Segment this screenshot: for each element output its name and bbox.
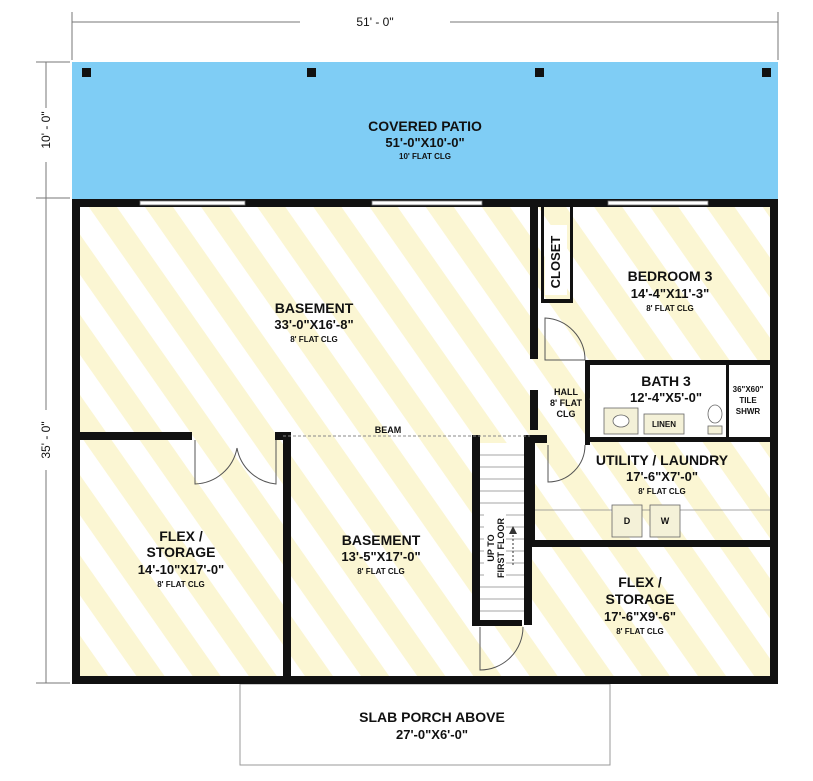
stair-label-2: FIRST FLOOR	[496, 518, 506, 578]
washer	[649, 504, 681, 538]
dryer-label: D	[624, 516, 631, 526]
shower-interior	[729, 365, 770, 437]
washer-label: W	[661, 516, 670, 526]
dryer	[611, 504, 643, 538]
flex-right-name-1: FLEX /	[618, 574, 662, 590]
basement-main-name: BASEMENT	[275, 300, 354, 316]
basement-main-ceiling: 8' FLAT CLG	[290, 335, 338, 344]
stair-arrowhead	[509, 526, 517, 534]
slab-porch	[239, 683, 611, 766]
flex-left-ceiling: 8' FLAT CLG	[157, 580, 205, 589]
flex-right-ceiling: 8' FLAT CLG	[616, 627, 664, 636]
shower-label-2: TILE	[739, 396, 757, 405]
utility-laundry-name: UTILITY / LAUNDRY	[596, 452, 729, 468]
patio-posts	[82, 68, 771, 77]
linen-label: LINEN	[652, 420, 676, 429]
bedroom-3-size: 14'-4"X11'-3"	[631, 286, 710, 301]
utility-laundry-ceiling: 8' FLAT CLG	[638, 487, 686, 496]
utility-laundry-size: 17'-6"X7'-0"	[626, 469, 698, 484]
slab-porch-size: 27'-0"X6'-0"	[396, 727, 468, 742]
hall-ceiling-2: CLG	[557, 409, 576, 419]
bath-fixtures	[603, 404, 723, 435]
patio-depth-label: 10' - 0"	[39, 111, 53, 148]
shower-label-3: SHWR	[736, 407, 761, 416]
windows	[139, 200, 709, 206]
beam-label: BEAM	[375, 425, 402, 435]
overall-depth-label: 35' - 0"	[39, 421, 53, 458]
bath-3-name: BATH 3	[641, 373, 691, 389]
flex-left-name-2: STORAGE	[147, 544, 216, 560]
basement-lower-name: BASEMENT	[342, 532, 421, 548]
hall-ceiling-1: 8' FLAT	[550, 398, 582, 408]
bedroom-3-ceiling: 8' FLAT CLG	[646, 304, 694, 313]
overall-width-label: 51' - 0"	[356, 15, 393, 29]
covered-patio-area	[72, 62, 778, 199]
shower-label-1: 36"X60"	[733, 385, 764, 394]
closet-name: CLOSET	[548, 236, 563, 289]
slab-porch-name: SLAB PORCH ABOVE	[359, 709, 505, 725]
covered-patio-size: 51'-0"X10'-0"	[385, 135, 464, 150]
basement-main-size: 33'-0"X16'-8"	[274, 317, 353, 332]
flex-right-name-2: STORAGE	[606, 591, 675, 607]
stair-label-1: UP TO	[486, 534, 496, 561]
bedroom-3-name: BEDROOM 3	[628, 268, 713, 284]
flex-left-name-1: FLEX /	[159, 528, 203, 544]
bath-3-size: 12'-4"X5'-0"	[630, 390, 702, 405]
basement-lower-ceiling: 8' FLAT CLG	[357, 567, 405, 576]
flex-right-size: 17'-6"X9'-6"	[604, 609, 676, 624]
covered-patio-name: COVERED PATIO	[368, 118, 482, 134]
covered-patio-ceiling: 10' FLAT CLG	[399, 152, 451, 161]
flex-left-size: 14'-10"X17'-0"	[138, 562, 224, 577]
hall-name: HALL	[554, 387, 578, 397]
basement-lower-size: 13'-5"X17'-0"	[341, 549, 420, 564]
